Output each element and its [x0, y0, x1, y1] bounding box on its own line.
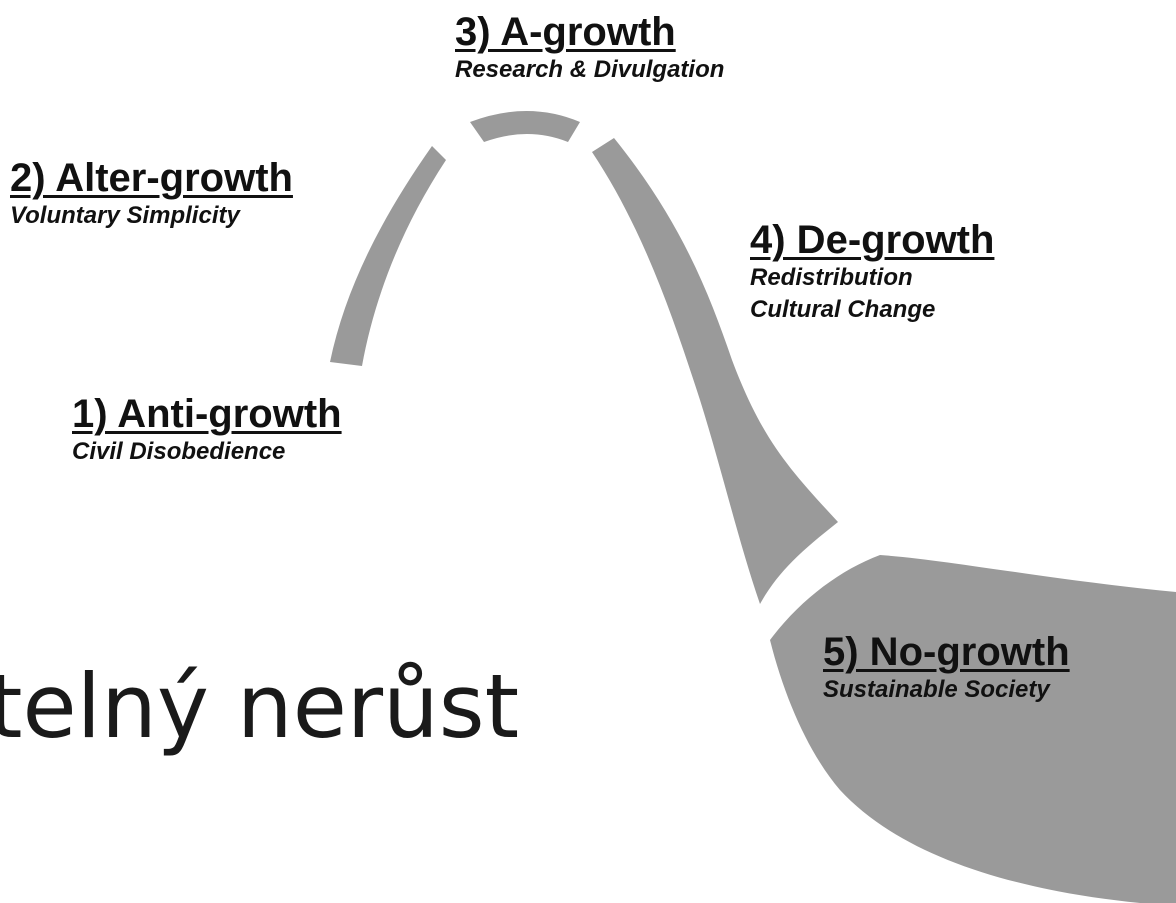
stage-subtitle-second-line: Cultural Change: [750, 296, 936, 323]
curve-segment-no-growth: [770, 555, 1176, 903]
stage-subtitle: Research & Divulgation: [455, 56, 725, 83]
stage-no-growth: 5) No-growth Sustainable Society: [823, 630, 1070, 706]
stage-title: 3) A-growth: [455, 10, 676, 54]
curve-segment-de-growth: [592, 138, 838, 604]
stage-title: 4) De-growth: [750, 218, 995, 262]
curve-segment-anti-to-alter: [330, 146, 446, 366]
stage-title: 1) Anti-growth: [72, 392, 342, 436]
slide-title-fragment: telný nerůst: [0, 655, 520, 758]
stage-subtitle: Redistribution: [750, 264, 913, 291]
stage-subtitle: Voluntary Simplicity: [10, 202, 240, 229]
stage-subtitle: Civil Disobedience: [72, 438, 286, 465]
stage-subtitle: Sustainable Society: [823, 676, 1050, 703]
stage-anti-growth: 1) Anti-growth Civil Disobedience: [72, 392, 342, 468]
stage-alter-growth: 2) Alter-growth Voluntary Simplicity: [10, 156, 293, 232]
stage-title: 2) Alter-growth: [10, 156, 293, 200]
stage-title: 5) No-growth: [823, 630, 1070, 674]
stage-de-growth: 4) De-growth Redistribution Cultural Cha…: [750, 218, 994, 326]
stage-a-growth: 3) A-growth Research & Divulgation: [455, 10, 724, 86]
curve-segment-peak: [470, 111, 580, 142]
